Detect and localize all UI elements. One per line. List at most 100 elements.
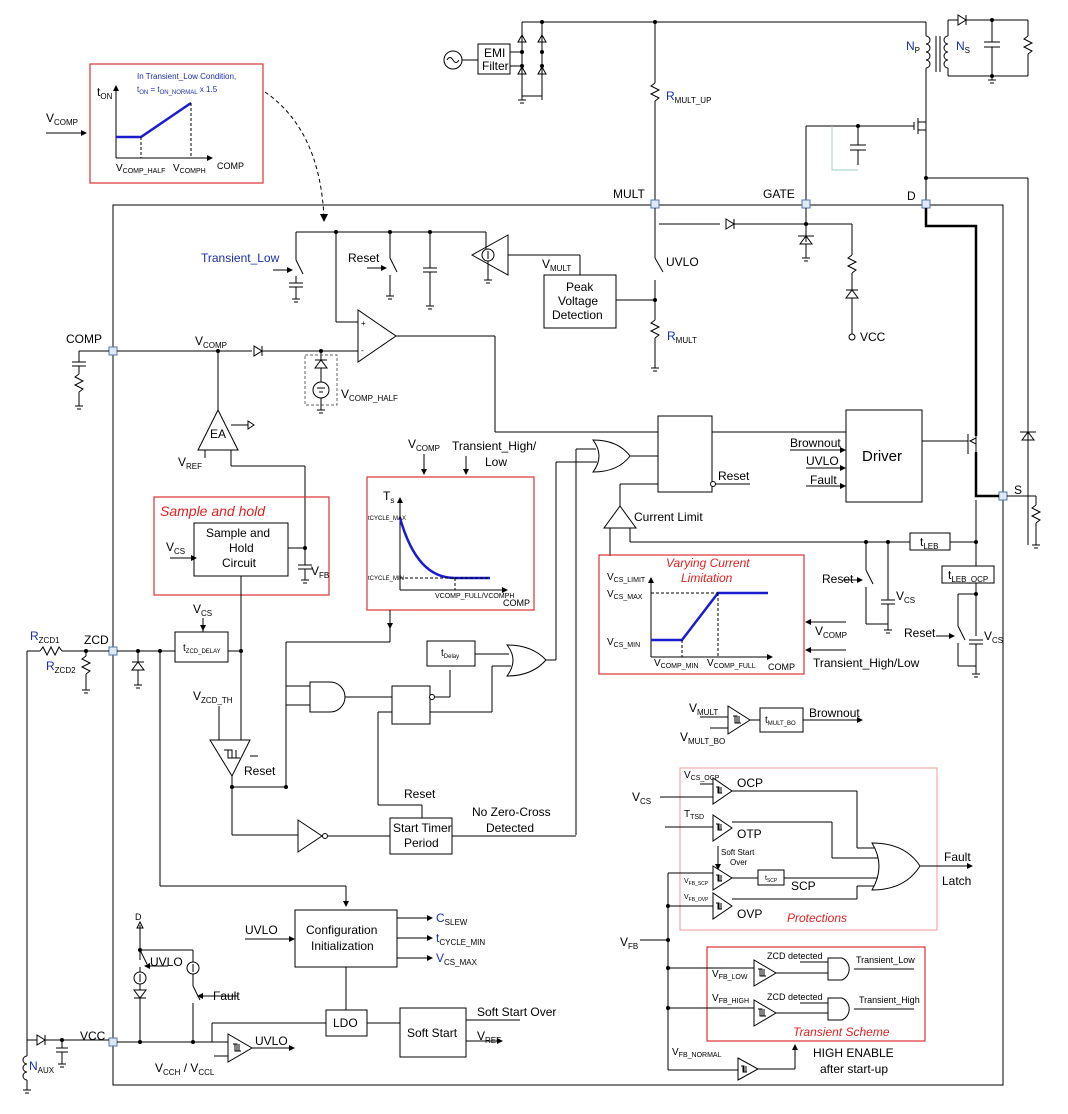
soft-start-over-out: Soft Start Over xyxy=(477,1005,556,1019)
pin-gate xyxy=(801,199,811,209)
ts-axis-x: VCOMP_FULL/VCOMPH xyxy=(435,593,514,600)
transient-low-label: Transient_Low xyxy=(201,251,280,265)
soft-start-over-1: Soft Start xyxy=(721,848,755,857)
varying-title-2: Limitation xyxy=(681,571,733,585)
reset-zcd-label: Reset xyxy=(244,764,276,778)
ton-axis-x-a: VCOMP_HALF xyxy=(116,163,165,175)
t-zcd-delay-block xyxy=(174,631,229,663)
reset-vcs1-label: Reset xyxy=(822,572,854,586)
v-comp-main-label: VCOMP xyxy=(195,334,227,350)
v-mult-bo-label: VMULT xyxy=(689,701,718,717)
ton-axis-x-c: COMP xyxy=(217,161,244,171)
t-delay-block xyxy=(426,640,476,667)
ea-label: EA xyxy=(210,427,226,441)
sample-hold-title: Sample and hold xyxy=(160,503,266,519)
ton-note-2: tON = tON_NORMAL x 1.5 xyxy=(137,85,218,96)
v-mult-bo2-label: VMULT_BO xyxy=(680,730,725,746)
start-timer-block xyxy=(389,817,453,855)
emi-filter-block xyxy=(477,43,511,75)
transient-scheme-section: VFB Transient Scheme VFB_LOW ZCD detecte… xyxy=(620,873,926,1081)
peak-label-2: Voltage xyxy=(558,294,598,308)
svg-text:+: + xyxy=(361,319,366,328)
gate-pin-label: GATE xyxy=(763,187,795,201)
uvlo1-label: UVLO xyxy=(666,255,699,269)
pin-s xyxy=(998,491,1008,501)
driver-section: Driver Brownout UVLO Fault Reset Current… xyxy=(555,409,1003,835)
transient-title: Transient Scheme xyxy=(793,1025,890,1039)
v-cch-label: VCCH / VCCL xyxy=(155,1061,215,1077)
reset-vcs2-label: Reset xyxy=(904,626,936,640)
pin-vcc xyxy=(108,1037,118,1047)
peak-voltage-block xyxy=(543,274,617,329)
v-fb-label: VFB xyxy=(620,935,638,951)
v-fb-high-label: VFB_HIGH xyxy=(712,993,749,1005)
vcc-startup-section: D UVLO Fault xyxy=(22,912,240,1094)
mult-pin-label: MULT xyxy=(613,187,645,201)
transient-hl-2: Low xyxy=(485,455,507,469)
ocp-label: OCP xyxy=(737,776,763,790)
high-enable-1: HIGH ENABLE xyxy=(813,1046,894,1060)
sh-label-3: Circuit xyxy=(222,556,257,570)
zcd-detected-2: ZCD detected xyxy=(767,992,823,1002)
v-cs-zcd-label: VCS xyxy=(193,602,212,618)
v-fb-low-label: VFB_LOW xyxy=(712,969,748,981)
vcc-pin-label: VCC xyxy=(80,1029,106,1043)
mult-internal: UVLO RMULT Peak Voltage Detection VMULT xyxy=(508,208,699,372)
transient-hl-1: Transient_High/ xyxy=(452,439,537,453)
start-timer-1: Start Timer xyxy=(393,821,452,835)
ic-boundary xyxy=(112,204,1004,1086)
ts-cycle-max: tCYCLE_MAX xyxy=(368,516,406,522)
vcl-x3: COMP xyxy=(768,662,795,672)
t-cycle-min-label: tCYCLE_MIN xyxy=(436,931,485,947)
config-block xyxy=(294,909,398,968)
pin-d xyxy=(921,199,931,209)
varying-title-1: Varying Current xyxy=(666,556,750,570)
ovp-label: OVP xyxy=(737,907,762,921)
pin-mult xyxy=(650,199,660,209)
brownout-section: VMULT VMULT_BO tMULT_BO Brownout xyxy=(680,701,863,746)
ramp-node: Transient_Low Reset xyxy=(201,230,509,323)
sh-label-2: Hold xyxy=(229,541,254,555)
v-ref-label: VREF xyxy=(178,455,202,471)
scp-label: SCP xyxy=(791,879,816,893)
power-stage: EMI Filter RMULT_UP NP NS xyxy=(443,14,1034,440)
v-mult-label: VMULT xyxy=(542,257,571,273)
n-aux-label: NAUX xyxy=(29,1059,55,1075)
uvlo-cfg-label: UVLO xyxy=(245,923,278,937)
ton-inset: In Transient_Low Condition, tON = tON_NO… xyxy=(46,63,328,222)
ton-axis-y: tON xyxy=(97,85,113,101)
ts-inset: VCOMP Transient_High/ Low Ts tCYCLE_MAX … xyxy=(285,437,537,787)
fault-out-2: Latch xyxy=(942,874,971,888)
fault-left-label: Fault xyxy=(213,989,240,1003)
ns-label: NS xyxy=(956,39,970,55)
sample-hold-block xyxy=(193,522,289,577)
v-fb-scp-label: VFB_SCP xyxy=(684,878,709,887)
v-comp-in-left: VCOMP xyxy=(46,111,78,127)
t-mult-bo-block xyxy=(759,707,804,733)
vcl-min: VCS_MIN xyxy=(607,637,640,649)
vcl-limit: VCS_LIMIT xyxy=(607,572,646,584)
start-timer-2: Period xyxy=(404,836,439,850)
v-cs2-label: VCS xyxy=(984,629,1003,645)
gate-internal: VCC xyxy=(659,208,886,344)
pwm-comparator: + - xyxy=(357,309,658,433)
brownout-in-label: Brownout xyxy=(790,436,841,450)
r-mult-up-label: RMULT_UP xyxy=(666,89,711,105)
soft-start-over-2: Over xyxy=(730,858,748,867)
transient-high-out: Transient_High xyxy=(859,995,920,1005)
otp-label: OTP xyxy=(737,827,762,841)
ea-section: VCOMP VCOMP_HALF EA VREF xyxy=(72,334,398,565)
comp-pin-label: COMP xyxy=(66,332,102,346)
ts-axis-x3: COMP xyxy=(503,598,530,608)
v-cs-prot-label: VCS xyxy=(632,790,651,806)
c-slew-label: CSLEW xyxy=(436,911,468,927)
driver-block xyxy=(845,409,923,503)
v-ref-out-label: VREF xyxy=(477,1029,501,1045)
protections-title: Protections xyxy=(787,911,847,925)
config-section: Configuration Initialization UVLO CSLEW … xyxy=(155,909,556,1077)
uvlo-comp-label: UVLO xyxy=(255,1034,288,1048)
brownout-out-label: Brownout xyxy=(809,706,860,720)
r-zcd2-label: RZCD2 xyxy=(46,659,76,675)
v-cs-ocp-label: VCS_OCP xyxy=(684,770,720,782)
peak-label-1: Peak xyxy=(566,280,594,294)
